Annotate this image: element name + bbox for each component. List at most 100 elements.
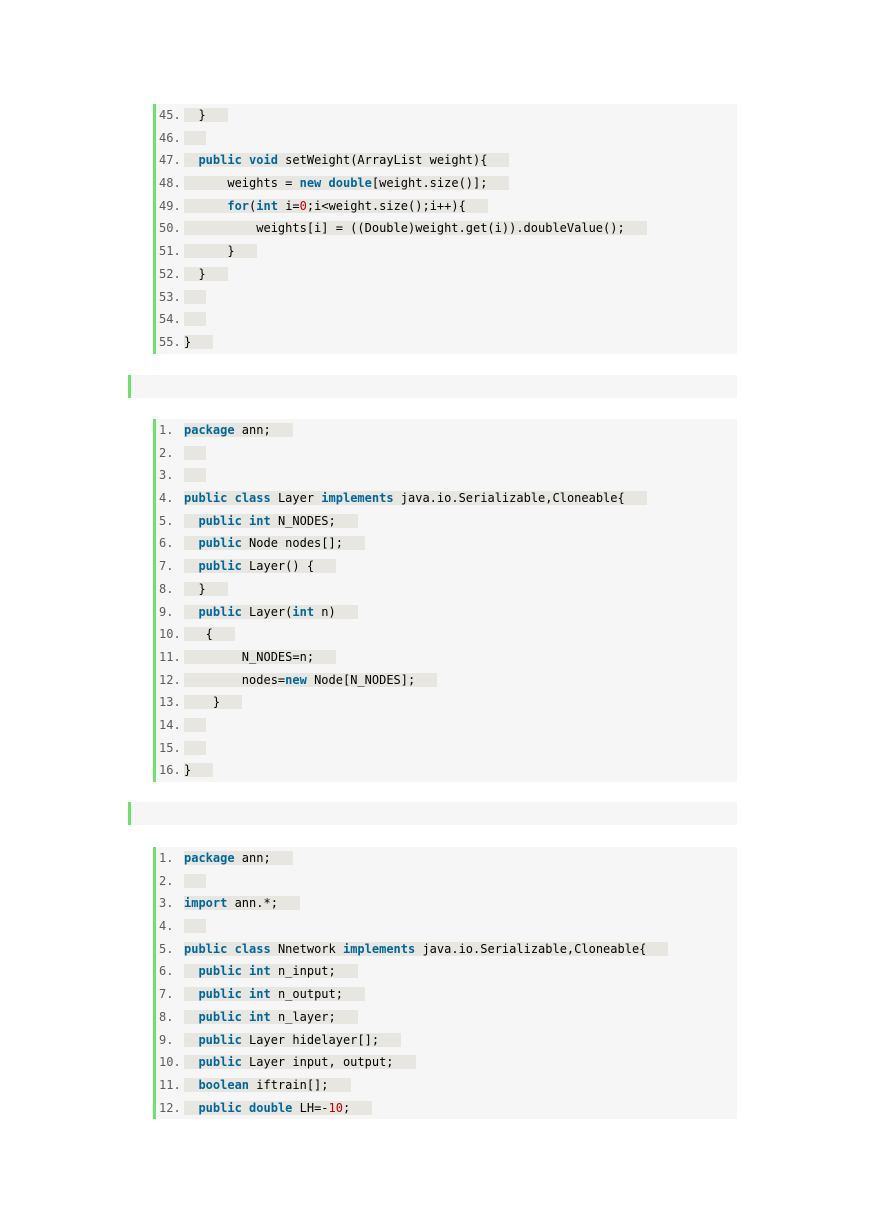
code-token	[321, 176, 328, 190]
line-number: 12.	[159, 672, 181, 687]
code-keyword: package	[184, 851, 235, 865]
code-token: n_layer;	[270, 1009, 336, 1024]
code-token: Layer hidelayer[];	[241, 1032, 380, 1047]
code-highlight: public int N_NODES;	[184, 513, 358, 528]
code-line: 3.	[156, 464, 737, 487]
code-line: 9. public Layer(int n)	[156, 601, 737, 624]
code-line: 12. public double LH=-10;	[156, 1097, 737, 1120]
line-number: 49.	[159, 198, 181, 213]
code-line: 51. }	[156, 240, 737, 263]
code-keyword: implements	[342, 941, 416, 956]
code-highlight: }	[184, 108, 228, 122]
code-highlight: public double LH=-10;	[184, 1100, 373, 1115]
code-token: {	[184, 627, 213, 642]
code-token	[184, 1101, 198, 1115]
code-highlight	[184, 468, 206, 483]
code-keyword: int	[249, 987, 271, 1002]
code-keyword: public	[198, 513, 242, 528]
line-number: 16.	[159, 763, 181, 778]
code-line: 48. weights = new double[weight.size()];	[156, 172, 737, 195]
code-keyword: implements	[321, 491, 394, 506]
code-keyword: public	[198, 536, 242, 551]
line-number: 47.	[159, 153, 181, 168]
line-number: 1.	[159, 851, 174, 865]
code-highlight	[184, 312, 206, 327]
code-line: 1. package ann;	[156, 847, 737, 870]
code-keyword: new	[285, 672, 307, 687]
code-highlight: public class Layer implements java.io.Se…	[184, 491, 647, 506]
code-line: 2.	[156, 870, 737, 893]
code-keyword: package	[184, 423, 235, 437]
code-highlight: public Node nodes[];	[184, 536, 365, 551]
code-text: public Layer(int n)	[184, 604, 358, 621]
code-highlight: }	[184, 244, 257, 259]
code-keyword: int	[249, 513, 271, 528]
line-number: 3.	[159, 896, 174, 911]
code-text	[184, 289, 206, 306]
code-highlight: package ann;	[184, 423, 293, 437]
line-number: 7.	[159, 559, 174, 574]
code-highlight: package ann;	[184, 851, 293, 865]
line-number: 11.	[159, 649, 181, 664]
code-text: for(int i=0;i<weight.size();i++){	[184, 198, 488, 215]
code-token: (	[249, 198, 257, 213]
code-line: 46.	[156, 127, 737, 150]
code-line: 2.	[156, 442, 737, 465]
code-text: import ann.*;	[184, 895, 300, 912]
code-token: }	[184, 763, 192, 778]
line-number: 2.	[159, 445, 174, 460]
code-text: public class Nnetwork implements java.io…	[184, 941, 669, 958]
code-highlight: boolean iftrain[];	[184, 1077, 351, 1092]
code-line: 6. public int n_input;	[156, 960, 737, 983]
code-text: weights[i] = ((Double)weight.get(i)).dou…	[184, 220, 647, 237]
code-line: 53.	[156, 286, 737, 309]
code-highlight: public void setWeight(ArrayList weight){	[184, 153, 510, 168]
line-number: 5.	[159, 513, 174, 528]
code-token	[242, 987, 249, 1001]
line-number: 11.	[159, 1077, 181, 1092]
code-token: ann.*;	[227, 896, 278, 911]
code-token: }	[184, 695, 221, 710]
code-highlight	[184, 873, 206, 888]
line-number: 54.	[159, 312, 181, 327]
line-number: 10.	[159, 627, 181, 642]
line-number: 4.	[159, 919, 174, 934]
code-text: N_NODES=n;	[184, 649, 337, 666]
code-line: 7. public int n_output;	[156, 983, 737, 1006]
code-line: 1.package ann;	[156, 419, 737, 442]
code-line: 47. public void setWeight(ArrayList weig…	[156, 149, 737, 172]
code-keyword: class	[234, 941, 271, 956]
code-highlight: nodes=new Node[N_NODES];	[184, 672, 438, 687]
code-highlight: public Layer() {	[184, 559, 337, 574]
code-text: public int n_input;	[184, 963, 358, 980]
code-text	[184, 445, 206, 462]
code-number: 10	[328, 1100, 343, 1115]
code-line: 4.	[156, 915, 737, 938]
code-token	[184, 536, 198, 550]
code-keyword: public	[198, 1009, 242, 1024]
code-text	[184, 873, 206, 890]
code-text: public Layer hidelayer[];	[184, 1032, 402, 1049]
code-text: }	[184, 334, 214, 351]
code-text: }	[184, 762, 214, 779]
code-text: }	[184, 266, 228, 283]
code-token	[242, 964, 249, 978]
line-number: 45.	[159, 108, 181, 122]
line-number: 51.	[159, 244, 181, 259]
code-token: ann;	[234, 851, 271, 865]
code-line: 14.	[156, 714, 737, 737]
code-text: }	[184, 694, 243, 711]
line-number: 48.	[159, 176, 181, 191]
code-keyword: public	[198, 153, 242, 168]
section-separator-1	[128, 375, 737, 398]
code-block-3: 1.package ann;2.3.import ann.*;4.5.publi…	[153, 847, 737, 1120]
code-text: nodes=new Node[N_NODES];	[184, 672, 438, 689]
code-keyword: import	[184, 896, 228, 911]
code-text	[184, 717, 206, 734]
code-token: N_NODES;	[270, 513, 336, 528]
code-line: 8. }	[156, 578, 737, 601]
code-line: 3. import ann.*;	[156, 892, 737, 915]
code-token	[184, 199, 227, 213]
line-number: 8.	[159, 581, 174, 596]
code-highlight: public Layer hidelayer[];	[184, 1032, 402, 1047]
